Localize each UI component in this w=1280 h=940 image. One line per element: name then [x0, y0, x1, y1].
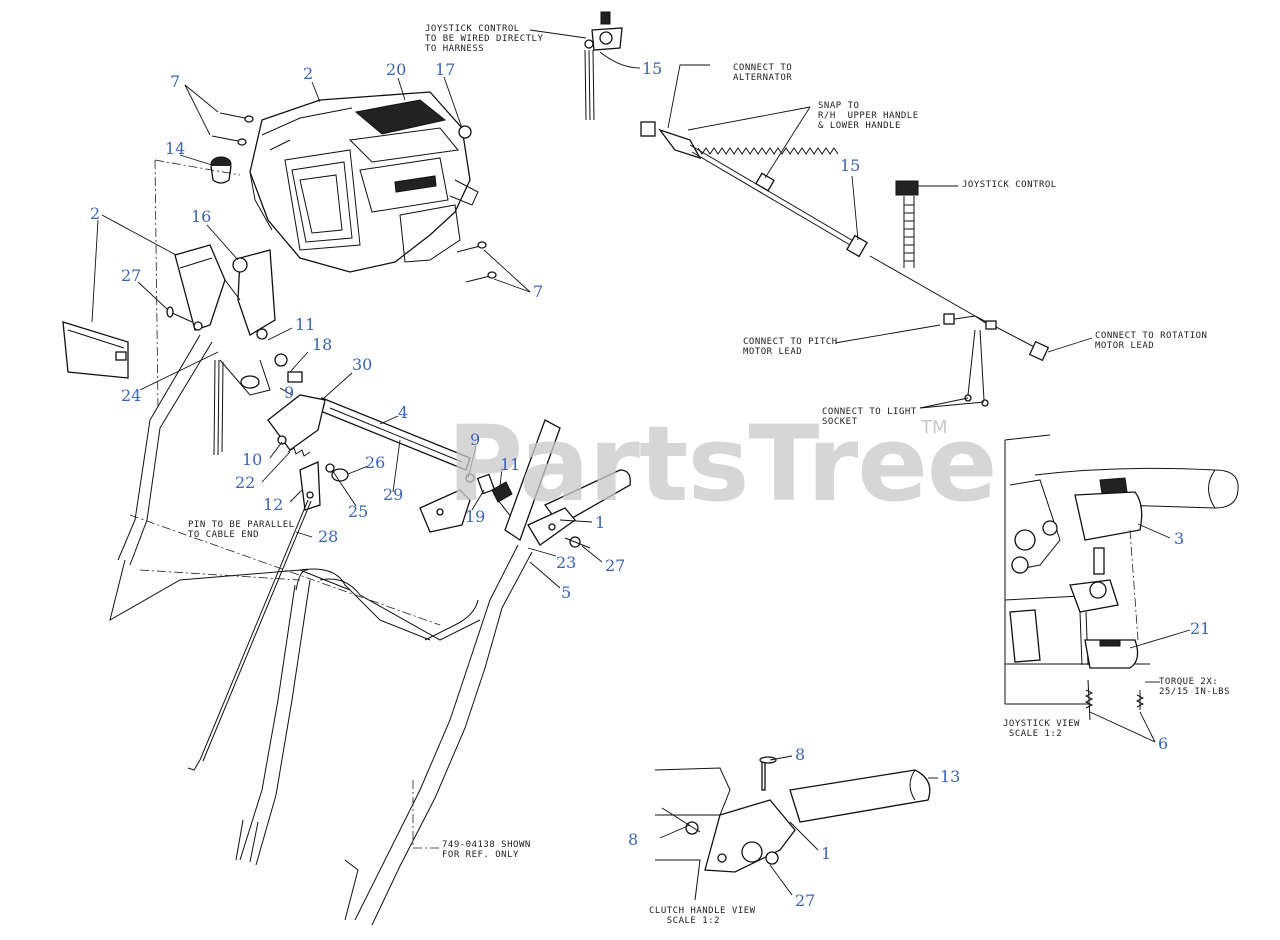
callout-6: 6: [1158, 734, 1169, 753]
note-snap-to: SNAP TO R/H UPPER HANDLE & LOWER HANDLE: [818, 101, 919, 131]
callout-12: 12: [263, 495, 284, 514]
note-pitch-motor: CONNECT TO PITCH MOTOR LEAD: [743, 337, 838, 357]
callout-25: 25: [348, 502, 369, 521]
callout-22: 22: [235, 473, 256, 492]
callout-30: 30: [352, 355, 373, 374]
shift-rod-28: [187, 491, 314, 771]
callout-2: 2: [90, 204, 101, 223]
chute-cover-2: [62, 321, 129, 379]
note-joystick-view: JOYSTICK VIEW SCALE 1:2: [1003, 719, 1080, 739]
callout-28: 28: [318, 527, 339, 546]
callout-18: 18: [312, 335, 333, 354]
note-joystick-control: JOYSTICK CONTROL: [962, 180, 1057, 190]
cross-brace-4: [267, 394, 471, 533]
knob-26: [325, 463, 349, 482]
right-coupler: [465, 473, 516, 523]
callout-29: 29: [383, 485, 404, 504]
callout-7: 7: [533, 282, 544, 301]
callout-11: 11: [295, 315, 316, 334]
note-pin-parallel: PIN TO BE PARALLEL TO CABLE END: [188, 520, 295, 540]
callout-14: 14: [165, 139, 186, 158]
joystick-view: [1004, 434, 1239, 743]
callout-10: 10: [242, 450, 263, 469]
callout-20: 20: [386, 60, 407, 79]
callout-3: 3: [1174, 529, 1185, 548]
bolt-27-left: [166, 306, 203, 331]
note-joystick-wiring: JOYSTICK CONTROL TO BE WIRED DIRECTLY TO…: [425, 24, 544, 54]
callout-27: 27: [795, 891, 816, 910]
clutch-handle-view: [654, 755, 938, 901]
note-rotation-motor: CONNECT TO ROTATION MOTOR LEAD: [1095, 331, 1208, 351]
left-upper-handle: [117, 334, 213, 566]
callout-7: 7: [170, 72, 181, 91]
callout-2: 2: [303, 64, 314, 83]
callout-15: 15: [840, 156, 861, 175]
leader-lines: [91, 76, 603, 589]
note-torque: TORQUE 2X: 25/15 IN-LBS: [1159, 677, 1231, 697]
note-shown-for-ref: 749-04138 SHOWN FOR REF. ONLY: [442, 840, 531, 860]
callout-1: 1: [595, 513, 606, 532]
note-clutch-view: CLUTCH HANDLE VIEW SCALE 1:2: [649, 906, 756, 926]
screw-7-right: [456, 241, 531, 293]
callout-17: 17: [435, 60, 456, 79]
callout-24: 24: [121, 386, 142, 405]
note-light-socket: CONNECT TO LIGHT SOCKET: [822, 407, 917, 427]
watermark-trademark: TM: [921, 417, 948, 438]
right-upper-handle: [504, 419, 631, 549]
note-alternator: CONNECT TO ALTERNATOR: [733, 63, 793, 83]
watermark-brand: PartsTree: [447, 403, 997, 525]
callout-19: 19: [465, 507, 486, 526]
callout-8: 8: [628, 830, 639, 849]
callout-27: 27: [121, 266, 142, 285]
callout-1: 1: [821, 844, 832, 863]
spring-22: [287, 447, 311, 457]
callout-9: 9: [470, 430, 481, 449]
callout-9: 9: [284, 383, 295, 402]
callout-26: 26: [365, 453, 386, 472]
callout-5: 5: [561, 583, 572, 602]
screw-7-top: [184, 84, 254, 146]
joystick-control-stem: [895, 180, 958, 268]
wiring-harness: [640, 64, 1093, 409]
callout-13: 13: [940, 767, 961, 786]
lower-handle: [109, 544, 533, 926]
joystick-15-top: [529, 11, 641, 121]
callout-21: 21: [1190, 619, 1211, 638]
knob-14: [210, 156, 232, 184]
shift-bracket: [174, 244, 303, 456]
dash-panel-housing: [249, 91, 479, 273]
callout-23: 23: [556, 553, 577, 572]
callout-11: 11: [500, 455, 521, 474]
callout-8: 8: [795, 745, 806, 764]
callout-15: 15: [642, 59, 663, 78]
callout-4: 4: [398, 403, 409, 422]
callout-16: 16: [191, 207, 212, 226]
callout-27: 27: [605, 556, 626, 575]
